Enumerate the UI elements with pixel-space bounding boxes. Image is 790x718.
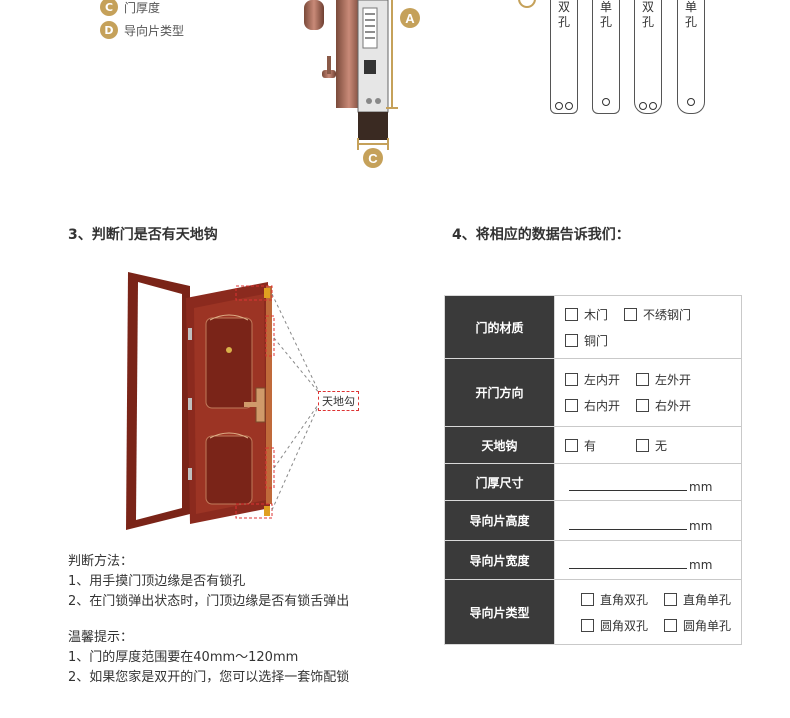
checkbox[interactable] xyxy=(624,307,638,321)
legend-label-d: 导向片类型 xyxy=(124,23,185,38)
label-plate-type: 导向片类型 xyxy=(444,579,555,645)
plate-width-input[interactable] xyxy=(569,568,687,569)
option-right-out[interactable]: 右外开 xyxy=(636,397,691,414)
label-plate-height: 导向片高度 xyxy=(444,500,555,541)
checkbox[interactable] xyxy=(636,399,650,412)
checkbox[interactable] xyxy=(565,333,578,347)
section3-title: 3、判断门是否有天地钩 xyxy=(68,227,218,243)
checkbox[interactable] xyxy=(565,307,578,321)
label-thickness: 门厚尺寸 xyxy=(444,463,555,501)
plate-single-round: 单 孔 xyxy=(677,0,705,114)
marker-c: C xyxy=(368,151,378,166)
legend-item-c: C 门厚度 xyxy=(100,0,160,16)
row-plate-height: 导向片高度 mm xyxy=(444,500,742,541)
option-round-single[interactable]: 圆角单孔 xyxy=(664,617,731,634)
top-hook-marker xyxy=(235,285,273,301)
unit: mm xyxy=(689,480,713,494)
option-hook-no[interactable]: 无 xyxy=(636,437,667,454)
plate-height-input[interactable] xyxy=(569,528,687,530)
plate-double-round: 双 孔 xyxy=(634,0,662,114)
option-right-angle-double[interactable]: 直角双孔 xyxy=(581,591,648,608)
checkbox[interactable] xyxy=(664,618,678,632)
badge-c: C xyxy=(100,0,118,16)
checkbox[interactable] xyxy=(565,373,578,386)
checkbox[interactable] xyxy=(636,438,650,452)
lock-handle xyxy=(304,0,324,30)
legend-item-d: D 导向片类型 xyxy=(100,21,184,39)
checkbox[interactable] xyxy=(664,592,678,606)
option-copper-door[interactable]: 铜门 xyxy=(565,332,608,349)
method-title: 判断方法： xyxy=(68,554,134,569)
label-hook: 天地钩 xyxy=(444,426,555,464)
checkbox[interactable] xyxy=(581,618,594,632)
tips-notes: 温馨提示： 1、门的厚度范围要在40mm～120mm 2、如果您家是双开的门，您… xyxy=(68,628,349,688)
option-round-double[interactable]: 圆角双孔 xyxy=(581,617,648,634)
marker-a: A xyxy=(405,11,415,26)
checkbox[interactable] xyxy=(565,399,578,412)
plate-marker xyxy=(518,0,536,8)
checkbox[interactable] xyxy=(636,373,650,386)
label-material: 门的材质 xyxy=(444,295,555,359)
door-illustration xyxy=(126,272,321,530)
option-hook-yes[interactable]: 有 xyxy=(565,437,596,454)
plate-single-right-angle: 单 孔 xyxy=(592,0,620,114)
order-info-table: 门的材质 木门 不绣钢门 铜门 开门方向 左内开 左外开 右内开 右外开 天地钩 xyxy=(444,295,742,645)
plate-double-right-angle: 双 孔 xyxy=(550,0,578,114)
sky-earth-hook-callout: 天地勾 xyxy=(318,391,359,411)
lock-diagram: A C xyxy=(304,0,420,168)
option-left-in[interactable]: 左内开 xyxy=(565,371,620,388)
row-material: 门的材质 木门 不绣钢门 铜门 xyxy=(444,295,742,359)
guide-plates: 双 孔 单 孔 双 孔 单 孔 xyxy=(514,0,714,120)
option-left-out[interactable]: 左外开 xyxy=(636,371,691,388)
option-right-angle-single[interactable]: 直角单孔 xyxy=(664,591,731,608)
option-wood-door[interactable]: 木门 xyxy=(565,306,608,323)
legend-label-c: 门厚度 xyxy=(124,0,161,15)
label-direction: 开门方向 xyxy=(444,358,555,427)
badge-d: D xyxy=(100,21,118,39)
option-right-in[interactable]: 右内开 xyxy=(565,397,620,414)
tip-item: 2、如果您家是双开的门，您可以选择一套饰配锁 xyxy=(68,670,350,685)
door-edge xyxy=(358,112,388,140)
tip-item: 1、门的厚度范围要在40mm～120mm xyxy=(68,650,299,665)
label-plate-width: 导向片宽度 xyxy=(444,540,555,580)
thickness-input[interactable] xyxy=(569,490,687,491)
method-item: 1、用手摸门顶边缘是否有锁孔 xyxy=(68,574,246,589)
checkbox[interactable] xyxy=(565,438,578,452)
row-plate-type: 导向片类型 直角双孔 直角单孔 圆角双孔 圆角单孔 xyxy=(444,579,742,645)
bottom-hook-marker xyxy=(235,503,273,519)
section4-title: 4、将相应的数据告诉我们： xyxy=(452,227,630,243)
checkbox[interactable] xyxy=(581,592,594,606)
row-plate-width: 导向片宽度 mm xyxy=(444,540,742,580)
unit: mm xyxy=(689,558,713,572)
method-notes: 判断方法： 1、用手摸门顶边缘是否有锁孔 2、在门锁弹出状态时，门顶边缘是否有锁… xyxy=(68,552,349,612)
unit: mm xyxy=(689,518,713,533)
row-thickness: 门厚尺寸 mm xyxy=(444,463,742,501)
row-hook: 天地钩 有 无 xyxy=(444,426,742,464)
tips-title: 温馨提示： xyxy=(68,630,134,645)
method-item: 2、在门锁弹出状态时，门顶边缘是否有锁舌弹出 xyxy=(68,594,350,609)
option-steel-door[interactable]: 不绣钢门 xyxy=(624,306,691,323)
row-direction: 开门方向 左内开 左外开 右内开 右外开 xyxy=(444,358,742,427)
